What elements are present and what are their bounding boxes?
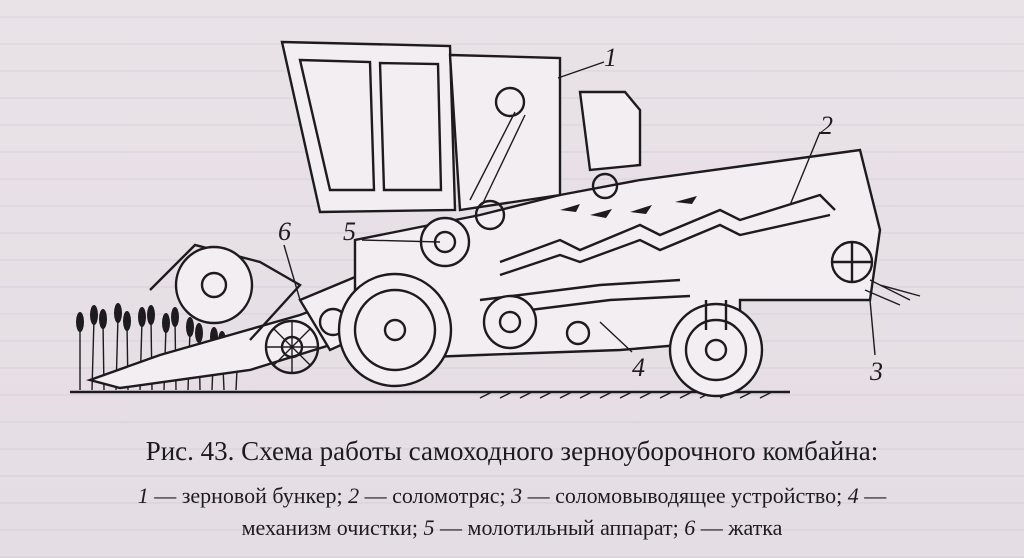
legend-num-2: 2 <box>348 483 360 508</box>
figure-caption-title: Рис. 43. Схема работы самоходного зерноу… <box>145 436 879 466</box>
legend-text-1: — зерновой бункер; <box>148 483 349 508</box>
callout-6: 6 <box>278 217 291 246</box>
callout-4: 4 <box>632 353 645 382</box>
legend-num-1: 1 <box>137 483 149 508</box>
combine-harvester-drawing: 1 2 3 4 5 6 <box>70 40 921 399</box>
callout-2: 2 <box>820 111 833 140</box>
combine-body <box>353 148 882 362</box>
operator-cab <box>280 40 457 214</box>
callout-5: 5 <box>343 217 356 246</box>
legend-text-6: — жатка <box>695 515 783 540</box>
combine-harvester-diagram: 1 2 3 4 5 6 <box>70 40 921 399</box>
straw-spreader <box>830 240 921 306</box>
legend-text-3: — соломовыводящее устройство; <box>522 483 848 508</box>
legend-text-2: — соломотряс; <box>359 483 512 508</box>
header-assembly <box>85 243 342 390</box>
callout-1: 1 <box>604 43 617 72</box>
rear-steering-wheel <box>668 300 764 398</box>
figure-legend-line-1: 1 — зерновой бункер; 2 — соломотряс; 3 —… <box>0 480 1024 512</box>
straw-walker <box>499 193 836 277</box>
legend-text-5: — молотильный аппарат; <box>434 515 685 540</box>
legend-num-5: 5 <box>423 515 435 540</box>
callout-leader-lines <box>283 61 876 356</box>
grain-elevator <box>469 111 526 206</box>
callout-3: 3 <box>869 357 883 386</box>
legend-num-6: 6 <box>684 515 696 540</box>
front-drive-wheel <box>337 272 453 388</box>
legend-text-4-cont: механизм очистки; <box>241 515 424 540</box>
legend-text-4: — <box>858 483 887 508</box>
engine-housing <box>578 90 642 172</box>
figure-legend-line-2: механизм очистки; 5 — молотильный аппара… <box>0 512 1024 544</box>
legend-num-4: 4 <box>847 483 859 508</box>
legend-num-3: 3 <box>511 483 523 508</box>
threshing-drum <box>419 199 506 268</box>
cleaning-mechanism <box>479 278 691 350</box>
